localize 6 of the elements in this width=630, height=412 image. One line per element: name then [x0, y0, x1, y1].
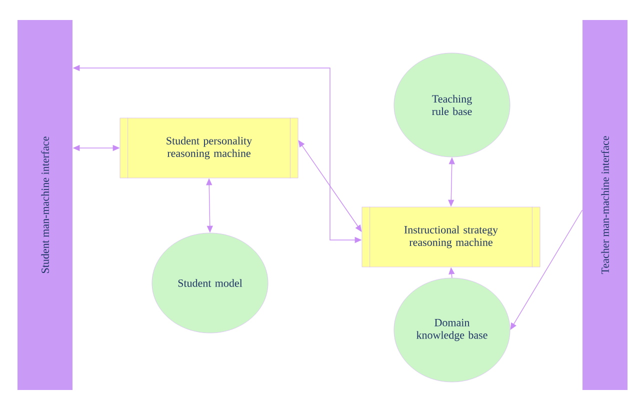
arrow: [298, 140, 362, 232]
interface-bar: Teacher man-machine interface: [582, 20, 628, 390]
process-box: Instructional strategy reasoning machine: [362, 206, 540, 268]
process-box: Student personality reasoning machine: [120, 118, 298, 178]
arrow: [510, 210, 583, 330]
interface-bar: Student man-machine interface: [18, 20, 72, 390]
